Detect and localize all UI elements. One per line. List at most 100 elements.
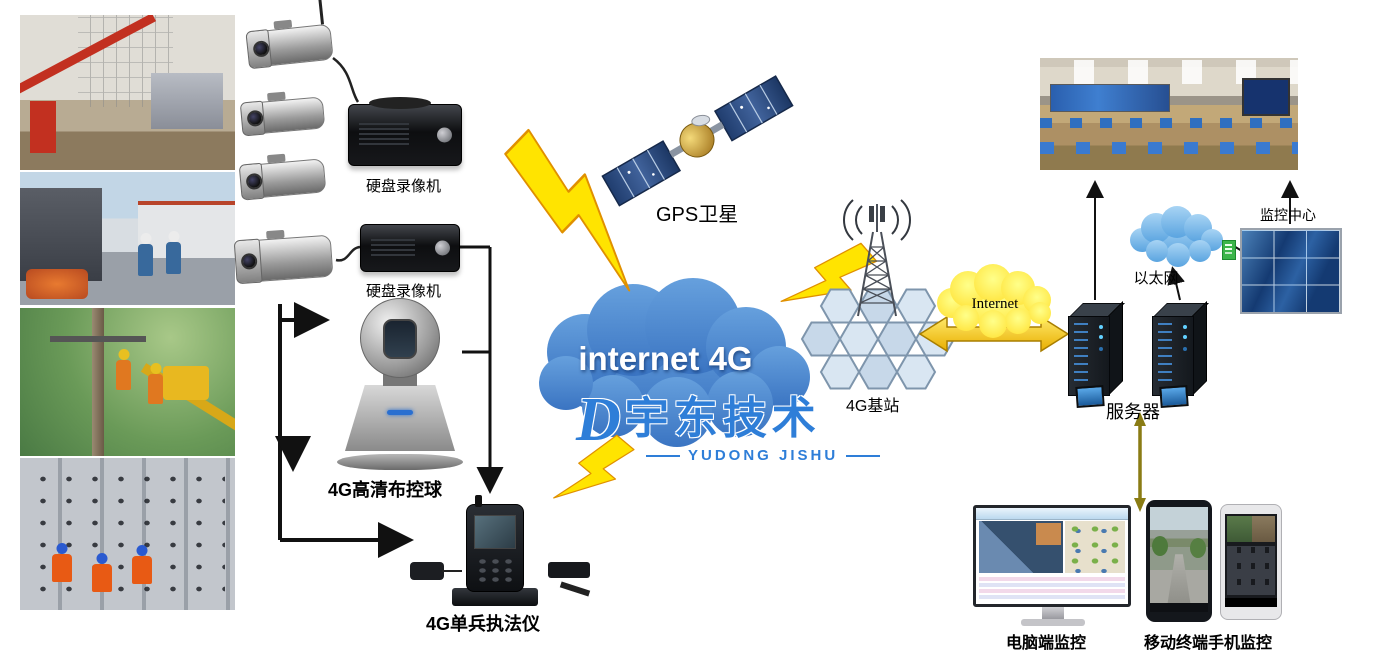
pole-crossarm	[50, 336, 146, 342]
dvr2-label: 硬盘录像机	[366, 283, 442, 300]
phone-nav-bar	[1150, 603, 1208, 612]
worker-figure	[166, 242, 181, 274]
photo-power-line-construction	[20, 15, 235, 170]
server-console-screen	[1159, 385, 1189, 408]
substation-building	[138, 201, 235, 259]
server-tower-1	[1068, 301, 1125, 408]
crane-body	[30, 101, 56, 153]
gis-map-panel	[1065, 521, 1125, 573]
company-watermark: D 宇东技术 YUDONG JISHU	[576, 386, 880, 464]
cms-toolbar	[976, 508, 1128, 520]
ptz-lens-window	[383, 319, 417, 359]
internet-cloud-label: Internet	[971, 296, 1019, 312]
ptz-dome-camera	[336, 298, 464, 474]
internet-4g-cloud	[539, 278, 810, 447]
workstation-row	[1040, 118, 1298, 128]
bullet-camera-2	[239, 91, 326, 137]
logo-mark-icon: D	[576, 386, 621, 454]
server-console-screen	[1075, 385, 1105, 408]
dvr-recorder-1	[348, 97, 462, 166]
dvr-vents	[371, 238, 416, 257]
pc-monitoring-label: 电脑端监控	[1006, 635, 1087, 652]
lightning-cloud-to-bodycam	[553, 434, 635, 499]
server-to-clients-link	[1134, 412, 1146, 512]
video-wall	[1240, 228, 1342, 314]
photo-substation-inspection	[20, 172, 235, 305]
video-thumbnail	[1227, 516, 1252, 542]
body-camera-antenna	[475, 495, 482, 507]
server-front-face	[1068, 316, 1110, 396]
phone-screen-app	[1225, 514, 1277, 607]
charging-dock	[452, 588, 538, 606]
server-front-face	[1152, 316, 1194, 396]
radio-wave-arcs	[843, 199, 911, 241]
photo-monitoring-center-room	[1040, 58, 1298, 170]
work-area-glow	[26, 269, 88, 299]
worker-figure	[132, 556, 152, 584]
transformer-silhouette	[151, 73, 223, 129]
ethernet-label: 以太网	[1133, 270, 1179, 287]
server-side-face	[1192, 301, 1207, 396]
base-station-label: 4G基站	[846, 398, 900, 415]
smartphone-client-1	[1146, 500, 1212, 622]
lightning-basestation-to-cloud	[780, 242, 878, 302]
spare-battery	[548, 562, 590, 578]
ptz-body	[345, 385, 455, 451]
device-list-rows	[979, 577, 1125, 601]
bodycam-label: 4G单兵执法仪	[426, 614, 541, 634]
substation-equipment	[20, 187, 102, 282]
photo-pole-maintenance	[20, 308, 235, 456]
network-switch-icon	[1222, 240, 1236, 260]
dvr-recorder-2	[360, 224, 460, 272]
phone-nav-bar	[1225, 598, 1277, 607]
wall-screen	[1050, 84, 1170, 112]
dvr-knob	[437, 127, 452, 143]
bullet-camera-1	[245, 0, 334, 70]
camera-chain-connectors	[275, 56, 504, 558]
ptz-label: 4G高清布控球	[328, 480, 443, 500]
video-thumbnail	[1252, 516, 1275, 542]
phone-screen-streetview	[1150, 507, 1208, 612]
dvr-vents	[359, 123, 410, 146]
utility-pole	[92, 308, 104, 456]
gps-satellite-icon	[601, 75, 794, 207]
logo-pinyin-name: YUDONG JISHU	[646, 447, 880, 464]
monitor-stand	[1042, 607, 1064, 619]
dvr-cable-bundle	[369, 97, 431, 109]
server-tower-2	[1152, 301, 1209, 408]
internet-4g-cloud-label: internet 4G	[578, 340, 753, 377]
mobile-monitoring-label: 移动终端手机监控	[1144, 635, 1273, 652]
bullet-camera-3	[238, 153, 327, 201]
camera-body	[238, 158, 327, 201]
lattice-tower	[857, 204, 897, 317]
worker-figure	[116, 360, 131, 390]
gps-satellite-label: GPS卫星	[656, 204, 739, 226]
video-thumbnails-grid	[979, 521, 1063, 573]
tree-graphic	[1152, 536, 1168, 557]
ptz-base	[337, 454, 463, 470]
stylus-accessory	[559, 581, 591, 597]
monitoring-center-label: 监控中心	[1260, 207, 1316, 223]
body-camera-device	[466, 495, 524, 592]
body-worn-camera-kit	[408, 495, 598, 612]
server-label: 服务器	[1106, 402, 1160, 422]
workstation-row	[1040, 142, 1298, 154]
lightning-links	[504, 128, 878, 499]
pc-screen	[973, 505, 1131, 607]
worker-figure	[52, 554, 72, 582]
server-side-face	[1108, 301, 1123, 396]
app-icon-grid	[1227, 546, 1275, 595]
bucket-lift-basket	[163, 366, 209, 400]
camera-body	[233, 234, 334, 285]
ptz-head	[360, 298, 440, 378]
ethernet-cloud	[1130, 206, 1223, 267]
worker-figure	[92, 564, 112, 592]
lightning-dvr-to-cloud	[504, 128, 631, 292]
charger-accessory	[410, 562, 462, 580]
ptz-led	[387, 410, 413, 415]
logo-pinyin-text: YUDONG JISHU	[688, 447, 839, 464]
smartphone-client-2	[1220, 504, 1282, 620]
side-display	[1242, 78, 1290, 116]
worker-figure	[148, 374, 163, 404]
